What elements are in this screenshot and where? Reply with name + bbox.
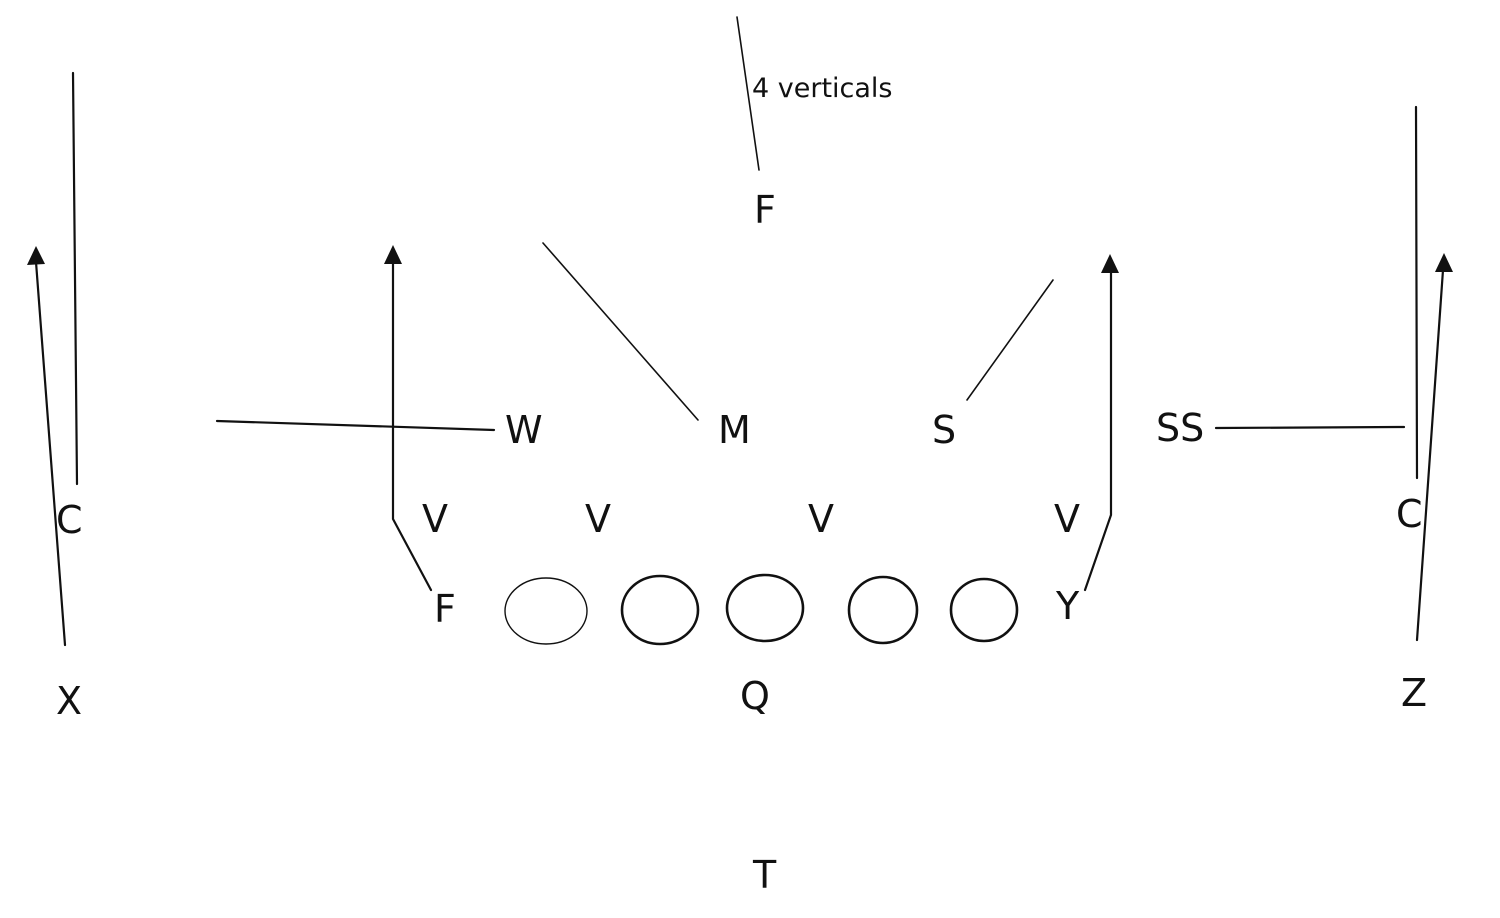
free-safety-deep-drop — [736, 16, 760, 171]
offense-f-back: F — [434, 587, 456, 631]
offensive-lineman-left-guard — [620, 574, 700, 646]
f-route-arrow-icon — [384, 245, 402, 264]
defensive-lineman-2: V — [585, 497, 611, 541]
sam-linebacker-drop — [966, 279, 1054, 401]
strong-safety-drop — [1214, 425, 1406, 430]
offensive-lineman-right-guard — [847, 575, 919, 645]
right-corner-drop — [1414, 105, 1419, 480]
f-back-vertical-route — [391, 260, 433, 592]
defender-sam-linebacker: S — [932, 408, 956, 452]
defensive-lineman-3: V — [808, 497, 834, 541]
play-title: 4 verticals — [752, 73, 893, 104]
defender-strong-safety: SS — [1156, 406, 1204, 450]
defensive-lineman-4: V — [1054, 497, 1080, 541]
z-route-arrow-icon — [1435, 253, 1453, 272]
defender-will-linebacker: W — [505, 408, 543, 452]
offensive-lineman-center — [725, 573, 805, 643]
z-vertical-route — [1415, 268, 1445, 642]
offensive-lineman-right-tackle — [949, 577, 1019, 643]
y-route-arrow-icon — [1101, 254, 1119, 273]
will-linebacker-drop — [215, 419, 496, 432]
defensive-lineman-1: V — [422, 497, 448, 541]
offense-x-receiver: X — [56, 679, 82, 723]
defender-free-safety: F — [754, 188, 776, 232]
offensive-lineman-left-tackle — [504, 577, 588, 645]
mike-linebacker-drop — [542, 242, 699, 421]
offense-quarterback: Q — [740, 674, 770, 718]
left-corner-drop — [71, 71, 79, 486]
x-route-arrow-icon — [27, 246, 45, 265]
offense-z-receiver: Z — [1401, 671, 1427, 715]
defender-mike-linebacker: M — [718, 408, 751, 452]
x-vertical-route — [34, 260, 67, 647]
offense-y-tight-end: Y — [1055, 584, 1080, 628]
defender-left-corner: C — [56, 498, 83, 542]
defender-right-corner: C — [1396, 492, 1423, 536]
offense-tailback: T — [752, 853, 777, 897]
y-vertical-route — [1083, 270, 1113, 592]
